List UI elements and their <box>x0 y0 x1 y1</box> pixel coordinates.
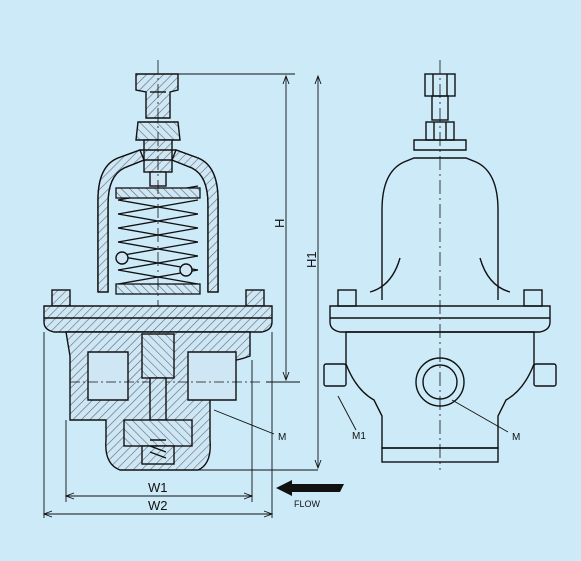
label-w2: W2 <box>148 498 168 513</box>
label-h1: H1 <box>304 251 319 268</box>
external-view <box>323 60 557 470</box>
flow-arrow <box>276 480 344 496</box>
label-flow: FLOW <box>294 499 321 509</box>
label-w1: W1 <box>148 480 168 495</box>
locknut <box>135 121 181 141</box>
label-m-left: M <box>278 432 286 443</box>
label-h: H <box>272 219 287 228</box>
label-m-right: M <box>512 432 520 443</box>
section-view <box>43 60 273 471</box>
label-m1: M1 <box>352 431 366 442</box>
dimensions-left <box>42 73 322 518</box>
adjusting-screw <box>135 73 179 119</box>
flange <box>43 305 273 333</box>
